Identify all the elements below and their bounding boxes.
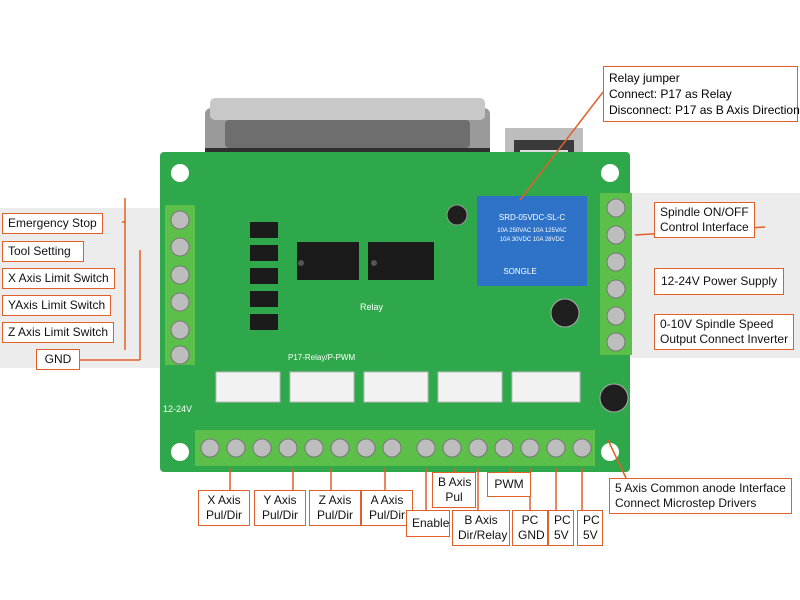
label-enable: Enable xyxy=(406,510,450,537)
capacitors xyxy=(446,204,629,413)
z-axis-line1: Z Axis xyxy=(318,493,352,507)
relay-rating-text-2: 10A 30VDC 10A 28VDC xyxy=(500,237,565,243)
relay-callout-line2: Disconnect: P17 as B Axis Direction xyxy=(609,103,800,117)
relay-model-text: SRD-05VDC-SL-C xyxy=(499,213,565,222)
optocouplers xyxy=(250,222,278,330)
x-axis-line1: X Axis xyxy=(207,493,241,507)
spindle-speed-line1: 0-10V Spindle Speed xyxy=(660,317,774,331)
right-terminal-block xyxy=(600,193,632,355)
relay-jumper-callout: Relay jumper Connect: P17 as Relay Disco… xyxy=(603,66,800,122)
label-tool-setting: Tool Setting xyxy=(2,241,84,262)
label-b-dir: B Axis Dir/Relay xyxy=(452,510,510,546)
y-axis-line2: Pul/Dir xyxy=(261,508,298,522)
label-x-limit: X Axis Limit Switch xyxy=(2,268,115,289)
relay-callout-title: Relay jumper xyxy=(609,71,680,85)
spindle-speed-line2: Output Connect Inverter xyxy=(660,332,789,346)
pc-5v-1-line2: 5V xyxy=(554,528,569,542)
label-spindle-speed: 0-10V Spindle Speed Output Connect Inver… xyxy=(654,314,795,350)
b-dir-line1: B Axis xyxy=(464,513,498,527)
b-pul-line1: B Axis xyxy=(438,475,472,489)
pc-5v-1-line1: PC xyxy=(554,513,571,527)
relay-rating-text-1: 10A 250VAC 10A 125VAC xyxy=(497,228,567,234)
label-emergency-stop: Emergency Stop xyxy=(2,213,103,234)
power-silk-label: 12-24V xyxy=(163,404,192,414)
logic-ics xyxy=(297,242,434,280)
label-pc-5v-2: PC 5V xyxy=(577,510,603,546)
label-pc-gnd: PC GND xyxy=(512,510,548,546)
label-spindle-onoff: Spindle ON/OFF Control Interface xyxy=(654,202,755,238)
label-gnd: GND xyxy=(36,349,80,370)
axis-interface-line2: Connect Microstep Drivers xyxy=(615,496,757,510)
spindle-onoff-line1: Spindle ON/OFF xyxy=(660,205,749,219)
mounting-holes xyxy=(171,164,619,461)
pc-5v-2-line2: 5V xyxy=(583,528,598,542)
header-silk-label: P17-Relay/P-PWM xyxy=(288,353,355,362)
relay-brand-text: SONGLE xyxy=(503,267,536,276)
label-pwm: PWM xyxy=(487,472,531,497)
label-a-axis: A Axis Pul/Dir xyxy=(361,490,413,526)
x-axis-line2: Pul/Dir xyxy=(205,508,242,522)
label-axis-interface: 5 Axis Common anode Interface Connect Mi… xyxy=(609,478,792,514)
relay: SRD-05VDC-SL-C 10A 250VAC 10A 125VAC 10A… xyxy=(477,196,587,286)
label-x-axis: X Axis Pul/Dir xyxy=(198,490,250,526)
b-pul-line2: Pul xyxy=(445,490,463,504)
b-dir-line2: Dir/Relay xyxy=(458,528,508,542)
relay-jumper-silk: Relay xyxy=(360,302,384,312)
a-axis-line1: A Axis xyxy=(370,493,404,507)
relay-callout-line1: Connect: P17 as Relay xyxy=(609,87,732,101)
z-axis-line2: Pul/Dir xyxy=(316,508,353,522)
left-terminal-block xyxy=(165,205,195,365)
pc-5v-2-line1: PC xyxy=(583,513,600,527)
pc-gnd-line2: GND xyxy=(518,528,545,542)
y-axis-line1: Y Axis xyxy=(263,493,297,507)
label-b-pul: B Axis Pul xyxy=(432,472,476,508)
label-z-axis: Z Axis Pul/Dir xyxy=(309,490,361,526)
pc-gnd-line1: PC xyxy=(521,513,539,527)
label-z-limit: Z Axis Limit Switch xyxy=(2,322,115,343)
bottom-terminal-block xyxy=(195,430,595,466)
label-y-axis: Y Axis Pul/Dir xyxy=(254,490,306,526)
label-y-limit: YAxis Limit Switch xyxy=(2,295,112,316)
axis-headers xyxy=(215,371,581,403)
axis-interface-line1: 5 Axis Common anode Interface xyxy=(615,481,786,495)
label-power-supply: 12-24V Power Supply xyxy=(654,268,785,295)
spindle-onoff-line2: Control Interface xyxy=(660,220,749,234)
label-pc-5v-1: PC 5V xyxy=(548,510,574,546)
a-axis-line2: Pul/Dir xyxy=(368,508,405,522)
